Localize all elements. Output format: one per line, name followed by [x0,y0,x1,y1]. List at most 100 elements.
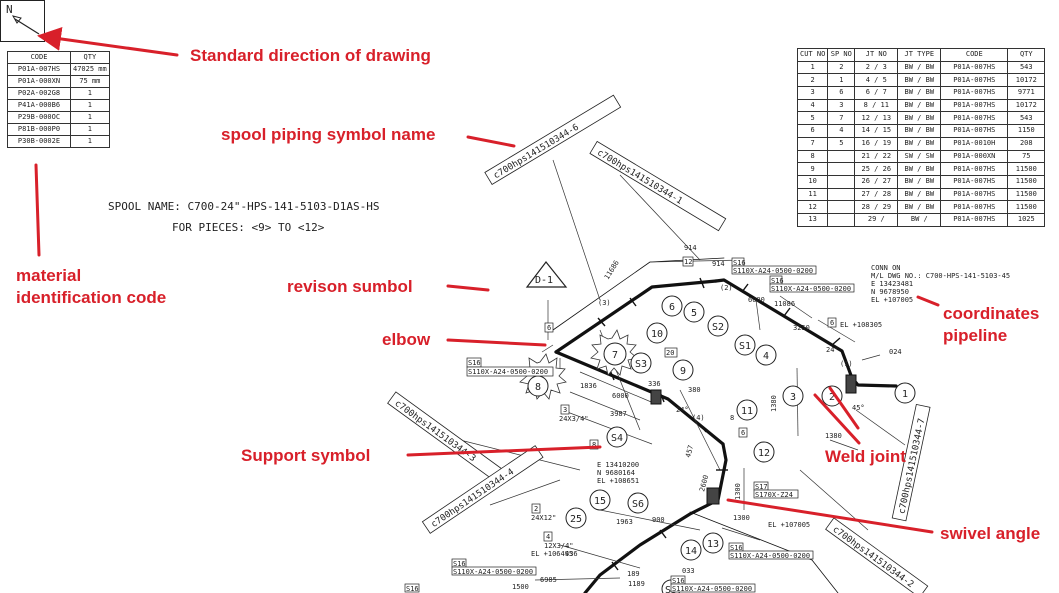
item-tag: 8 [592,441,596,449]
support-tag-id: S16 [406,585,419,593]
dim: 24° [826,346,839,354]
elevation: EL +108305 [840,321,882,329]
support-tag-code: S170X-Z24 [755,491,793,499]
node-1: 1 [902,389,908,400]
cut-header-cut-no: CUT NO [796,48,829,62]
cut-cell: 11500 [1007,187,1046,202]
dim: 3250 [793,324,810,332]
annotation-direction: Standard direction of drawing [190,46,431,65]
node-circle [782,385,804,407]
weld-hatch [650,374,857,505]
support-tag-id: S16 [468,359,481,367]
annotation-arrows [34,26,940,534]
annotation-material: material [16,266,81,285]
dim: 1380 [825,432,842,440]
node-circle [646,322,668,344]
support-tag-code: S110X-A24-0500-0200 [733,267,813,275]
cut-cell: 13 [796,212,829,227]
annotation-spool-symbol: spool piping symbol name [221,125,435,144]
dim: 457 [684,444,695,458]
node-s1: S1 [739,341,751,352]
dim: 914 [712,260,725,268]
annotation-revision: revison sumbol [287,277,413,296]
support-tag-id: S16 [733,259,746,267]
elevation: EL +106495 [531,550,573,558]
item-tag: 24X12" [531,514,556,522]
node-circle [755,344,777,366]
annotation-coords: coordinates [943,304,1039,323]
dim: 024 [889,348,902,356]
coord-el: EL +108651 [597,477,639,485]
cut-cell: BW / [897,212,942,227]
node-9: 9 [680,366,686,377]
item-labels: 12 6 6 20 3 24X3/4" 2 24X12" 4 12X3/4" 6… [531,256,853,550]
annotation-swivel: swivel angle [940,524,1040,543]
node-circle [736,399,758,421]
dim: 189 [627,570,640,578]
dim: 436 [565,550,578,558]
dim: 1189 [628,580,645,588]
dim: 900 [652,516,665,524]
support-tag-code: S110X-A24-0500-0200 [730,552,810,560]
node-2: 2 [829,392,835,403]
node-circle [734,334,756,356]
support-tag-id: S16 [730,544,743,552]
dim: 6000 [748,296,765,304]
dim: 8 [730,414,734,422]
coord-n: N 9680164 [597,469,635,477]
conn-line: N 9678950 [871,288,909,296]
dimension-lines [459,159,906,581]
node-circle [707,315,729,337]
item-tag: (2) [720,284,733,292]
node-5: 5 [691,308,697,319]
node-circle [589,489,611,511]
dim: 1500 [512,583,529,591]
node-circle [603,342,627,366]
spool-tag: c700hps141510344-3 [387,391,509,485]
node-circle [821,385,843,407]
node-markers [527,295,916,593]
dim: 1300 [734,483,742,500]
node-8: 8 [535,382,541,393]
spool-tag: c700hps141510344-6 [484,94,622,185]
annotation-support: Support symbol [241,446,370,465]
node-s4: S4 [611,433,623,444]
annotation-material-2: identification code [16,288,166,307]
node-circle [702,532,724,554]
dim: 1836 [580,382,597,390]
node-s3: S3 [635,359,647,370]
pipe-route [552,257,898,593]
cut-cell: 10172 [1007,98,1046,113]
connection-info: CONN ON M/L DWG NO.: C700-HPS-141-5103-4… [531,264,1010,558]
item-tag: 20 [666,349,674,357]
conn-line: E 13423481 [871,280,913,288]
coord-e: E 13410200 [597,461,639,469]
item-tag: 12 [684,258,692,266]
annotation-coords-2: pipeline [943,326,1007,345]
spool-tag-text: c700hps141510344-2 [831,525,916,590]
conn-line: M/L DWG NO.: C700-HPS-141-5103-45 [871,272,1010,280]
cut-cell: P01A-007HS [940,212,1009,227]
item-tag: (4) [692,414,705,422]
cut-cell: 29 / [854,212,899,227]
item-tag: 6 [830,319,834,327]
dim: 1300 [733,514,750,522]
node-12: 12 [758,448,770,459]
item-tag: 12X3/4" [544,542,574,550]
item-tag: 3 [563,406,567,414]
north-direction-box: N [0,0,45,42]
dim: 11686 [603,259,621,281]
support-tag-id: S16 [771,277,784,285]
item-tag: 6 [741,429,745,437]
node-15: 15 [594,496,606,507]
